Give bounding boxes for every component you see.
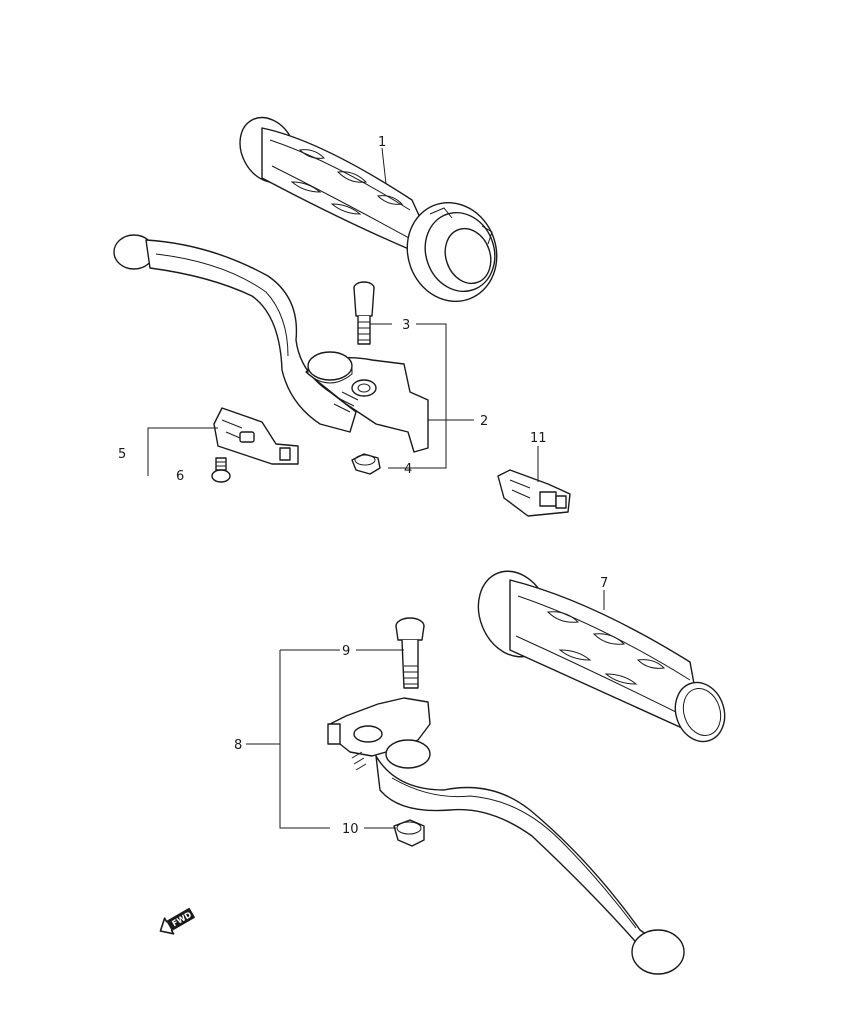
callout-3: 3 (402, 318, 410, 333)
pivot-bolt-part-3 (353, 281, 375, 345)
callout-5: 5 (118, 447, 126, 462)
clutch-lever-part-8 (327, 697, 685, 975)
nut-part-4 (351, 453, 381, 475)
forward-arrow-icon: FWD (159, 907, 195, 935)
callout-9: 9 (342, 644, 350, 659)
pivot-bolt-part-9 (395, 617, 425, 689)
callout-4: 4 (404, 462, 412, 477)
screw-part-6 (211, 457, 231, 483)
callout-10: 10 (342, 822, 359, 837)
callout-6: 6 (176, 469, 184, 484)
brake-switch-part-5 (213, 407, 299, 465)
callout-2: 2 (480, 414, 488, 429)
callout-1: 1 (378, 135, 386, 150)
left-grip-part-7 (477, 570, 726, 743)
callout-11: 11 (530, 431, 547, 446)
callout-8: 8 (234, 738, 242, 753)
callout-labels: 1 2 3 4 5 6 7 8 9 10 11 (118, 135, 608, 837)
leader-lines (147, 147, 605, 829)
throttle-grip-part-1 (239, 116, 498, 303)
nut-part-10 (393, 819, 425, 847)
callout-7: 7 (600, 576, 608, 591)
brake-lever-part-2 (113, 234, 429, 453)
switch-connector-part-11 (497, 469, 571, 517)
